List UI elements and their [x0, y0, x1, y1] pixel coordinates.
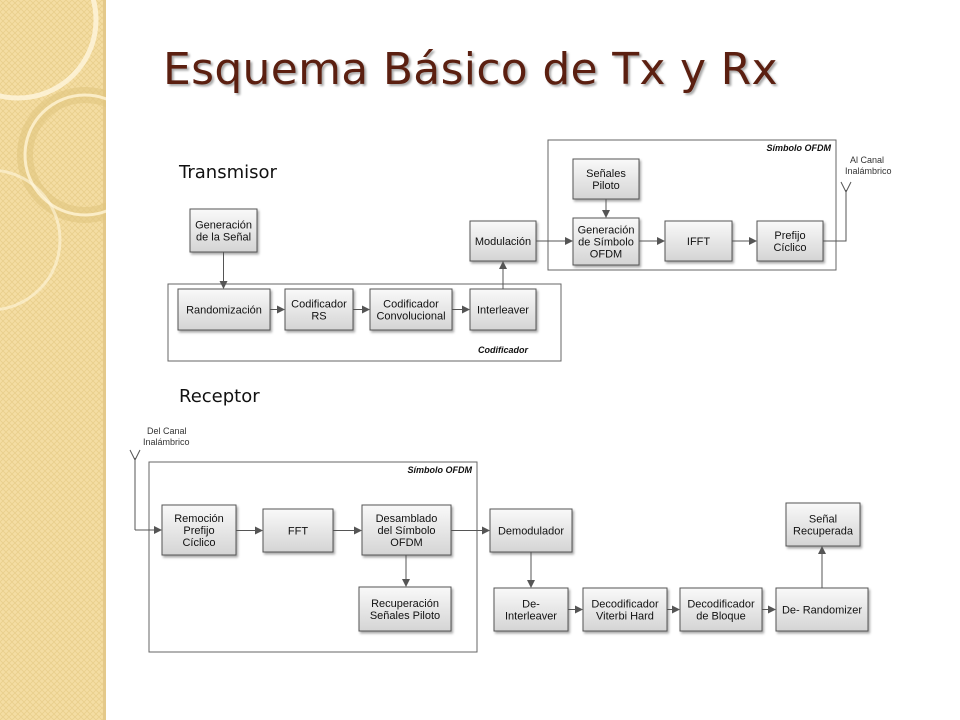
box-label-line: De-: [522, 599, 540, 611]
box-label-line: de la Señal: [196, 232, 251, 244]
tx-antenna-label: Al Canal Inalámbrico: [845, 155, 892, 176]
box-label-line: Recuperación: [371, 598, 439, 610]
box-randomizacion: Randomización: [177, 288, 271, 331]
tx-coder-frame-label: Codificador: [478, 345, 528, 355]
box-modulacion: Modulación: [469, 220, 537, 262]
rx-ofdm-frame-label: Símbolo OFDM: [408, 465, 473, 475]
transmitter-label: Transmisor: [179, 162, 277, 183]
box-label-line: Prefijo: [774, 230, 805, 242]
box-label-line: Modulación: [475, 236, 531, 248]
box-label-line: de Símbolo: [578, 237, 634, 249]
box-label-line: Remoción: [174, 513, 224, 525]
box-label-line: Cíclico: [182, 537, 215, 549]
box-label-line: Prefijo: [183, 525, 214, 537]
svg-text:Demodulador: Demodulador: [498, 526, 564, 538]
box-label-line: Decodificador: [591, 599, 659, 611]
box-label-line: Piloto: [592, 180, 620, 192]
decorative-sidebar: [0, 0, 106, 720]
box-label-line: Viterbi Hard: [596, 611, 654, 623]
box-label-line: Codificador: [383, 299, 439, 311]
box-label-line: RS: [311, 311, 326, 323]
box-label-line: Convolucional: [376, 311, 445, 323]
slide-title: Esquema Básico de Tx y Rx: [163, 44, 778, 95]
svg-text:Randomización: Randomización: [186, 305, 262, 317]
box-label-line: De- Randomizer: [782, 605, 862, 617]
box-label-line: Generación: [578, 225, 635, 237]
tx-coder-frame: [167, 283, 562, 362]
box-label-line: Interleaver: [505, 611, 557, 623]
box-ifft: IFFT: [664, 220, 733, 262]
svg-text:De- Randomizer: De- Randomizer: [782, 605, 862, 617]
box-de-randomizer: De- Randomizer: [775, 587, 869, 632]
box-label-line: OFDM: [590, 249, 622, 261]
box-label-line: Desamblado: [376, 513, 438, 525]
box-label-line: Decodificador: [687, 599, 755, 611]
box-label-line: FFT: [288, 526, 308, 538]
box-label-line: de Bloque: [696, 611, 746, 623]
rx-ofdm-frame: [148, 461, 478, 653]
receiver-label: Receptor: [179, 386, 260, 407]
svg-text:Modulación: Modulación: [475, 236, 531, 248]
box-de-interleaver: De-Interleaver: [493, 587, 569, 632]
box-label-line: Señales: [586, 168, 626, 180]
svg-text:IFFT: IFFT: [687, 236, 710, 248]
box-label-line: del Símbolo: [377, 525, 435, 537]
box-demodulador: Demodulador: [489, 508, 573, 553]
rx-antenna-label: Del Canal Inalámbrico: [143, 426, 190, 447]
box-label-line: Señales Piloto: [370, 610, 440, 622]
box-label-line: Interleaver: [477, 305, 529, 317]
box-label-line: Recuperada: [793, 526, 854, 538]
box-label-line: Señal: [809, 514, 837, 526]
box-label-line: OFDM: [390, 537, 422, 549]
box-label-line: Cíclico: [773, 242, 806, 254]
tx-line-to-antenna: [823, 190, 847, 242]
svg-text:FFT: FFT: [288, 526, 308, 538]
box-fft: FFT: [262, 508, 334, 553]
tx-ofdm-frame: [547, 139, 837, 271]
svg-text:Interleaver: Interleaver: [477, 305, 529, 317]
box-label-line: Generación: [195, 220, 252, 232]
tx-ofdm-frame-label: Símbolo OFDM: [767, 143, 832, 153]
box-label-line: IFFT: [687, 236, 710, 248]
box-label-line: Codificador: [291, 299, 347, 311]
svg-text:De-Interleaver: De-Interleaver: [505, 599, 557, 623]
box-label-line: Demodulador: [498, 526, 564, 538]
tx-antenna-icon: [840, 181, 852, 194]
box-label-line: Randomización: [186, 305, 262, 317]
box-interleaver: Interleaver: [469, 288, 537, 331]
